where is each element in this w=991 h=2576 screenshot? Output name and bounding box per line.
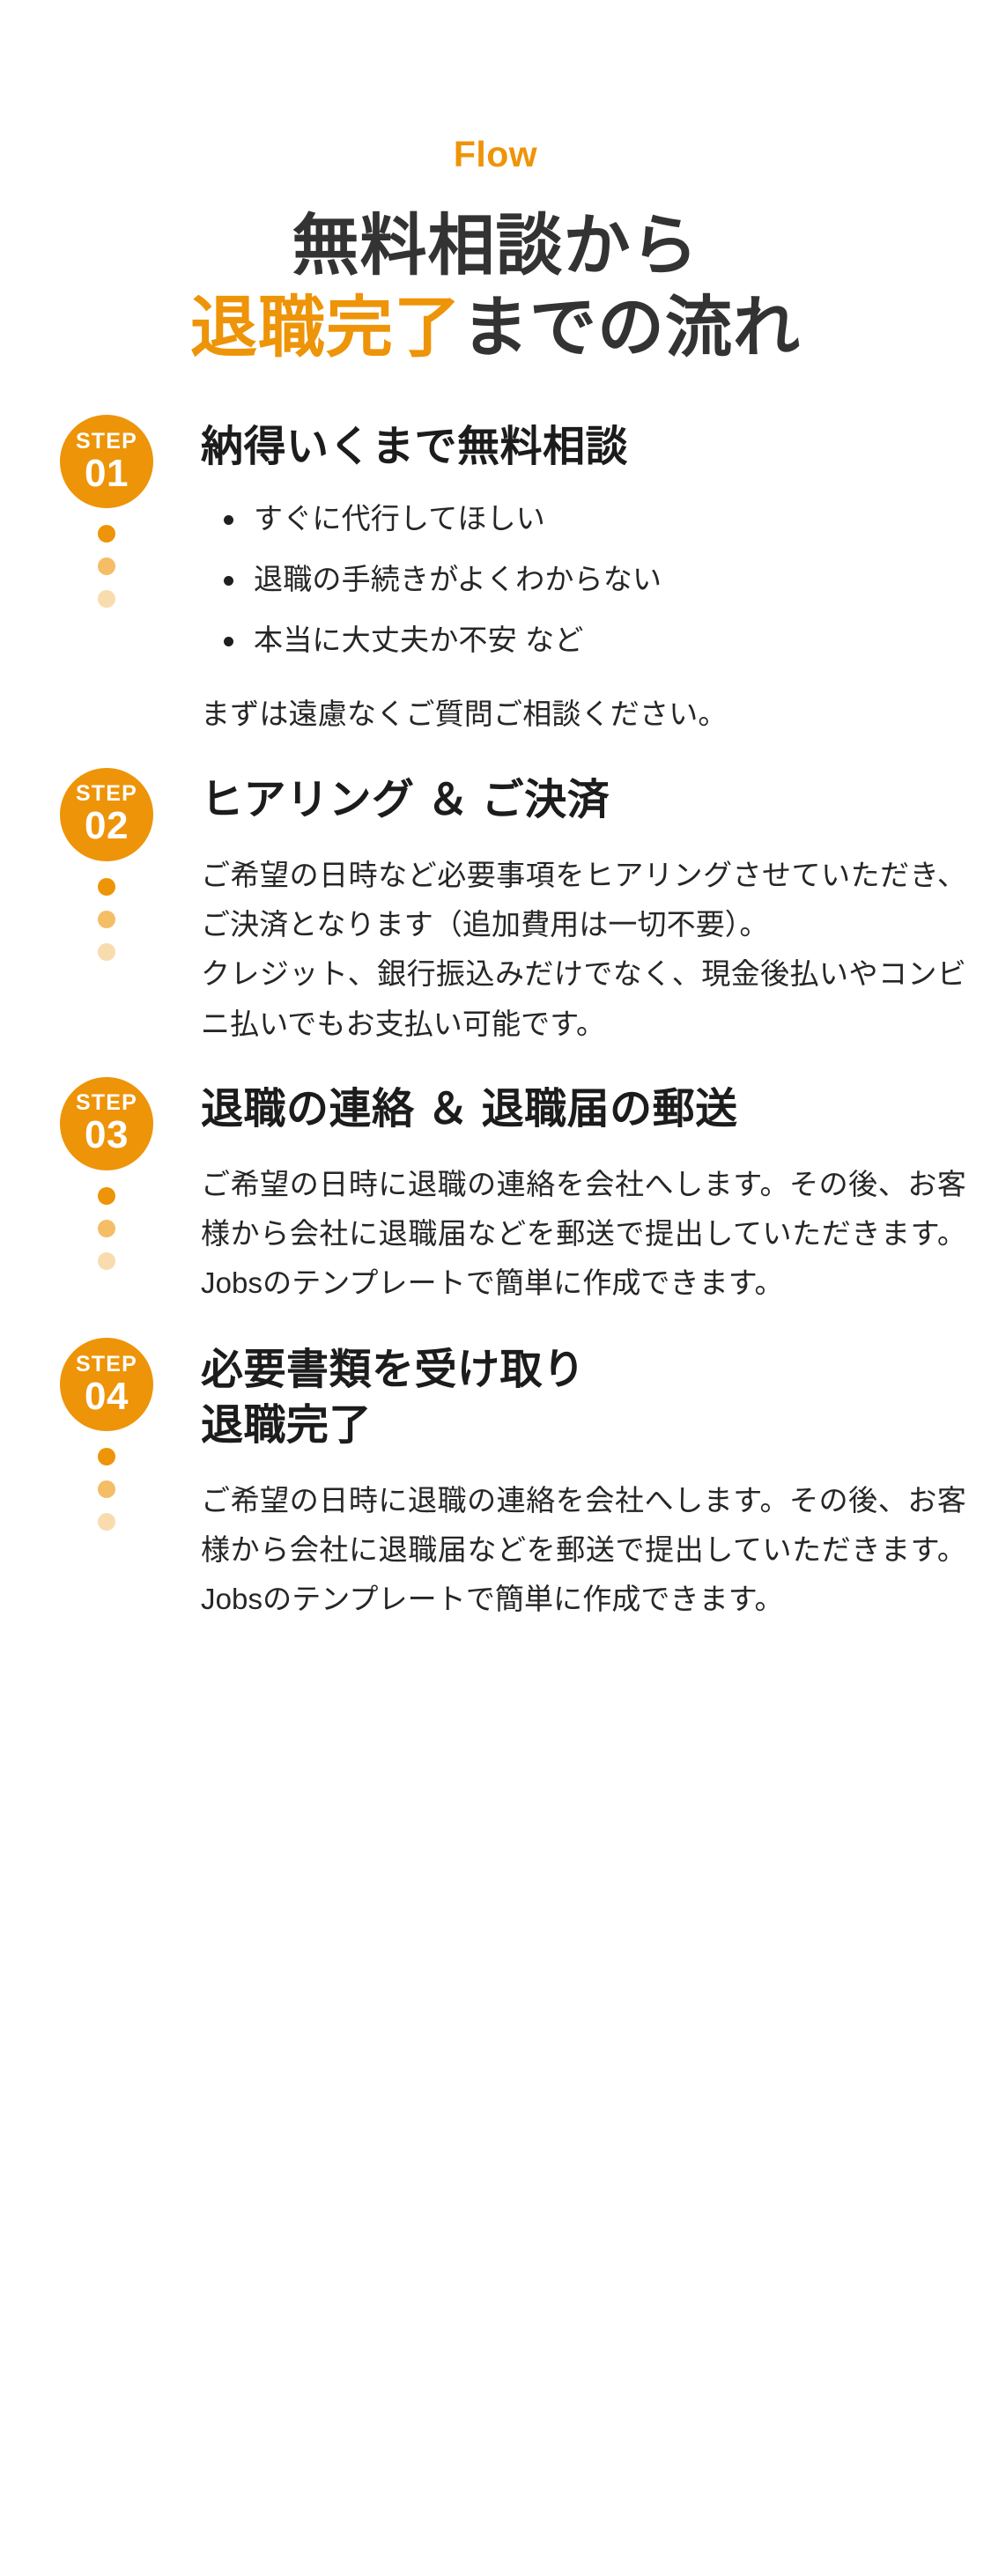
step-item-02: STEP 02 ヒアリング ＆ ご決済 ご希望の日時など必要事項をヒアリングさせ…	[32, 767, 966, 1049]
step-paragraph: ご希望の日時など必要事項をヒアリングさせていただき、ご決済となります（追加費用は…	[201, 859, 966, 941]
step-item-01: STEP 01 納得いくまで無料相談 すぐに代行してほしい 退職の手続きがよくわ…	[32, 415, 966, 735]
step-title-line: 退職の連絡 ＆ 退職届の郵送	[201, 1085, 738, 1133]
step-badge-number: 01	[85, 451, 129, 495]
step-bullet-list-01: すぐに代行してほしい 退職の手続きがよくわからない 本当に大丈夫か不安 など	[201, 498, 966, 661]
step-badge-01: STEP 01	[60, 415, 153, 509]
connector-dot	[98, 1513, 115, 1532]
step-connector-dots-01	[98, 525, 115, 609]
step-badge-word: STEP	[75, 1351, 138, 1377]
step-badge-03: STEP 03	[60, 1076, 153, 1170]
page-title-line-1: 無料相談から	[292, 209, 699, 284]
connector-dot	[98, 525, 115, 543]
step-connector-dots-02	[98, 877, 115, 961]
step-title-line: ヒアリング ＆ ご決済	[201, 776, 610, 823]
page-title-line-2-rest: までの流れ	[462, 290, 801, 365]
step-title-line: 必要書類を受け取り	[201, 1347, 586, 1394]
connector-dot	[98, 942, 115, 961]
connector-dot	[98, 1219, 115, 1237]
page-title: 無料相談から 退職完了までの流れ	[0, 206, 991, 369]
step-paragraph: クレジット、銀行振込みだけでなく、現金後払いやコンビニ払いでもお支払い可能です。	[201, 957, 966, 1040]
step-description-02: ご希望の日時など必要事項をヒアリングさせていただき、ご決済となります（追加費用は…	[201, 851, 966, 1048]
step-badge-04: STEP 04	[60, 1338, 153, 1432]
step-marker-02: STEP 02	[32, 767, 181, 961]
step-title-02: ヒアリング ＆ ご決済	[201, 773, 966, 828]
step-badge-number: 04	[85, 1374, 129, 1418]
step-title-04: 必要書類を受け取り 退職完了	[201, 1343, 966, 1453]
step-badge-number: 03	[85, 1113, 129, 1157]
step-item-04: STEP 04 必要書類を受け取り 退職完了 ご希望の日時に退職の連絡を会社へし…	[32, 1338, 966, 1624]
connector-dot	[98, 1251, 115, 1270]
list-item: 退職の手続きがよくわからない	[220, 559, 966, 601]
page-title-highlight: 退職完了	[190, 290, 462, 365]
connector-dot	[98, 557, 115, 576]
connector-dot	[98, 877, 115, 896]
step-title-03: 退職の連絡 ＆ 退職届の郵送	[201, 1082, 966, 1137]
step-badge-word: STEP	[75, 428, 138, 454]
connector-dot	[98, 590, 115, 609]
list-item: 本当に大丈夫か不安 など	[220, 620, 966, 661]
step-list: STEP 01 納得いくまで無料相談 すぐに代行してほしい 退職の手続きがよくわ…	[0, 415, 991, 1677]
step-description-03: ご希望の日時に退職の連絡を会社へします。その後、お客様から会社に退職届などを郵送…	[201, 1160, 966, 1308]
step-marker-04: STEP 04	[32, 1338, 181, 1532]
step-content-02: ヒアリング ＆ ご決済 ご希望の日時など必要事項をヒアリングさせていただき、ご決…	[201, 768, 966, 1049]
step-item-03: STEP 03 退職の連絡 ＆ 退職届の郵送 ご希望の日時に退職の連絡を会社へし…	[32, 1076, 966, 1309]
connector-dot	[98, 910, 115, 928]
step-badge-02: STEP 02	[60, 767, 153, 861]
page-title-line-2: 退職完了までの流れ	[0, 288, 991, 370]
connector-dot	[98, 1480, 115, 1499]
step-content-03: 退職の連絡 ＆ 退職届の郵送 ご希望の日時に退職の連絡を会社へします。その後、お…	[201, 1077, 966, 1309]
step-title-line: 退職完了	[201, 1401, 373, 1449]
step-badge-number: 02	[85, 804, 129, 848]
section-eyebrow: Flow	[453, 134, 538, 174]
step-connector-dots-04	[98, 1448, 115, 1532]
connector-dot	[98, 1448, 115, 1466]
step-title-line: 納得いくまで無料相談	[201, 424, 629, 471]
step-badge-word: STEP	[75, 1090, 138, 1116]
step-paragraph: ご希望の日時に退職の連絡を会社へします。その後、お客様から会社に退職届などを郵送…	[201, 1484, 966, 1616]
list-item: すぐに代行してほしい	[220, 498, 966, 540]
step-paragraph: ご希望の日時に退職の連絡を会社へします。その後、お客様から会社に退職届などを郵送…	[201, 1168, 966, 1300]
step-marker-01: STEP 01	[32, 415, 181, 609]
step-badge-word: STEP	[75, 781, 138, 807]
step-connector-dots-03	[98, 1186, 115, 1270]
step-title-01: 納得いくまで無料相談	[201, 420, 966, 475]
step-content-04: 必要書類を受け取り 退職完了 ご希望の日時に退職の連絡を会社へします。その後、お…	[201, 1338, 966, 1624]
connector-dot	[98, 1186, 115, 1205]
step-marker-03: STEP 03	[32, 1076, 181, 1270]
step-content-01: 納得いくまで無料相談 すぐに代行してほしい 退職の手続きがよくわからない 本当に…	[201, 415, 966, 735]
step-description-04: ご希望の日時に退職の連絡を会社へします。その後、お客様から会社に退職届などを郵送…	[201, 1476, 966, 1624]
step-note-01: まずは遠慮なくご質問ご相談ください。	[201, 698, 728, 731]
